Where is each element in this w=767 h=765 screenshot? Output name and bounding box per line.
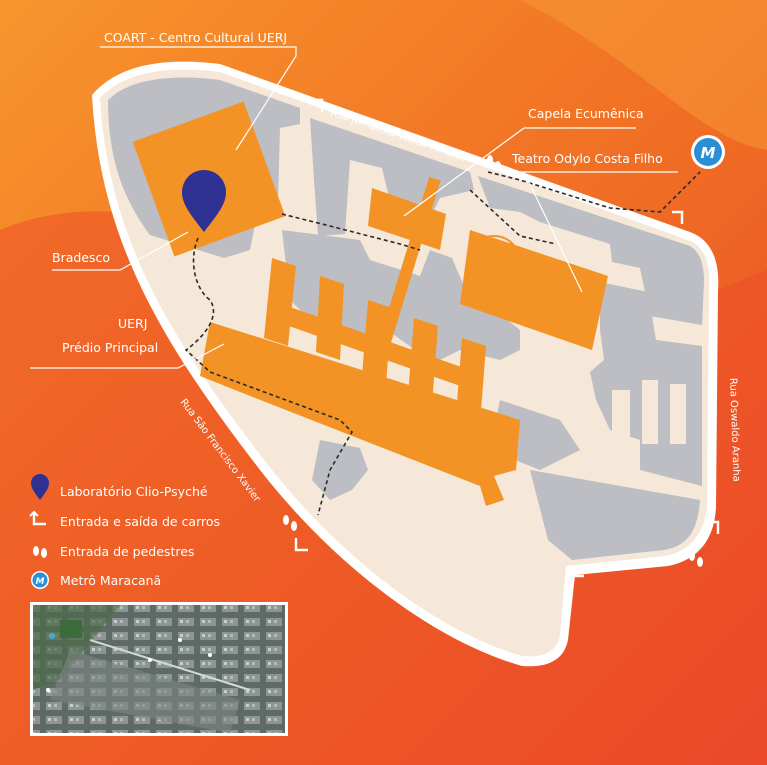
footprints-icon [283, 155, 703, 567]
legend-label-foot: Entrada de pedestres [60, 544, 194, 559]
route-metro [487, 171, 701, 213]
callout-capela: Capela Ecumênica [528, 106, 644, 121]
callout-uerj: UERJ [118, 316, 147, 331]
legend-foot-right [41, 548, 47, 558]
callout-coart: COART - Centro Cultural UERJ [104, 30, 287, 45]
predio-wing-5 [456, 338, 486, 424]
building-gray-northeast [478, 176, 704, 325]
callout-predio: Prédio Principal [62, 340, 158, 355]
map-pin-icon[interactable] [182, 170, 226, 232]
teatro-arena-inner [475, 243, 513, 281]
route-north [281, 213, 421, 251]
building-teatro [460, 230, 608, 350]
teatro-arena [467, 235, 521, 289]
predio-crossbar [266, 300, 470, 388]
legend-car-arrow [29, 510, 39, 517]
callout-teatro: Teatro Odylo Costa Filho [511, 151, 663, 166]
route-coart [184, 237, 354, 516]
leader-lines [30, 46, 678, 369]
legend-metro-letter: M [36, 577, 45, 587]
street-east: Rua Oswaldo Aranha [727, 378, 742, 482]
metro-icon[interactable]: M [691, 135, 725, 169]
building-gray-east-cell-b [642, 380, 658, 444]
route-teatro [469, 189, 557, 245]
building-gray-east-cell-c [670, 384, 686, 444]
capela-path [379, 176, 441, 344]
callout-bradesco: Bradesco [52, 250, 110, 265]
building-predio-principal [200, 322, 520, 506]
legend-foot-left [33, 546, 39, 556]
building-gray-south [312, 440, 368, 500]
legend-car-icon [32, 512, 46, 526]
car-entrance-icon [294, 98, 720, 578]
background-swoosh-light [520, 0, 767, 150]
legend-metro-icon [32, 572, 48, 588]
legend-label-lab: Laboratório Clio-Psyché [60, 484, 208, 499]
building-gray-east-cell-a [612, 390, 630, 444]
legend-label-metro: Metrô Maracanã [60, 573, 161, 588]
legend: M Laboratório Clio-Psyché Entrada e saíd… [29, 474, 220, 589]
building-gray-north [310, 118, 474, 236]
teatro-arena-core [483, 251, 505, 273]
aerial-photo [30, 602, 288, 736]
legend-pin-icon [31, 474, 49, 500]
metro-letter: M [701, 144, 716, 162]
building-gray-southeast [530, 470, 700, 560]
building-capela [368, 188, 446, 250]
legend-label-car: Entrada e saída de carros [60, 514, 220, 529]
